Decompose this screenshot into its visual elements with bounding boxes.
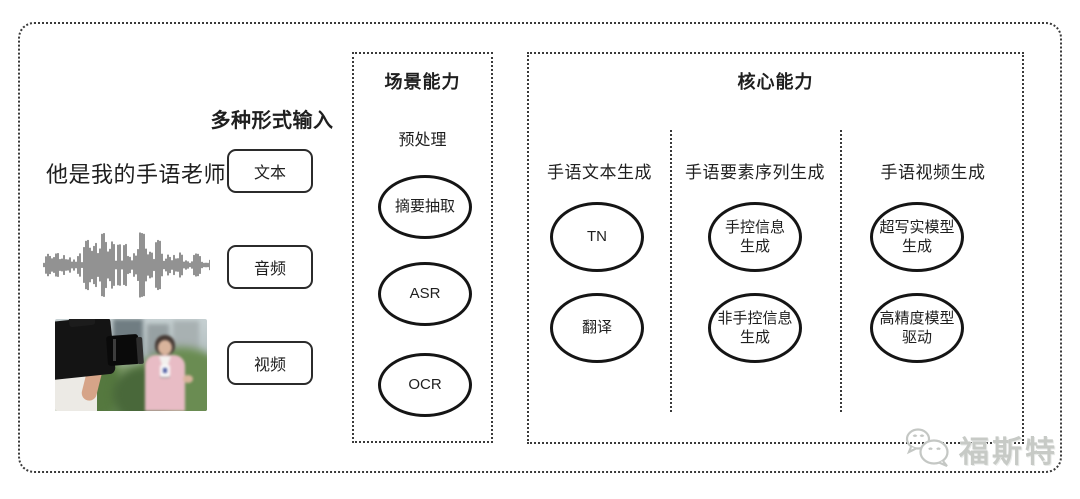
camera-lens (105, 333, 141, 367)
node-label: OCR (408, 376, 442, 394)
audio-waveform-svg (43, 232, 211, 298)
input-type-label: 视频 (253, 357, 286, 374)
core-box-title: 核心能力 (737, 72, 814, 92)
node-label: 高精度模型 驱动 (879, 309, 955, 347)
column-header-sl-text-generation: 手语文本生成 (547, 163, 652, 182)
input-type-label: 文本 (253, 165, 286, 182)
reporter-hand (183, 375, 193, 383)
reporter-figure (141, 335, 193, 411)
node-ellipse-tn: TN (550, 202, 644, 272)
scene-capability-box: 场景能力 预处理 摘要抽取 ASR OCR (352, 52, 493, 443)
column-divider (840, 130, 842, 412)
node-ellipse-translation: 翻译 (550, 293, 644, 363)
node-label: 摘要抽取 (394, 198, 455, 216)
watermark: 福斯特 (903, 426, 1058, 472)
node-ellipse-asr: ASR (378, 262, 472, 326)
video-thumbnail (55, 319, 207, 411)
node-label: 非手控信息 生成 (717, 309, 793, 347)
input-type-box-audio: 音频 (227, 245, 313, 289)
watermark-text: 福斯特 (959, 436, 1058, 469)
wechat-bubbles-icon (905, 428, 949, 468)
node-label: TN (587, 228, 607, 246)
microphone-logo (163, 368, 167, 373)
node-ellipse-summary-extraction: 摘要抽取 (378, 175, 472, 239)
input-type-label: 音频 (253, 261, 286, 278)
building-shape (173, 321, 199, 351)
node-ellipse-non-manual-info-generation: 非手控信息 生成 (708, 293, 802, 363)
node-ellipse-hyperrealistic-model-generation: 超写实模型 生成 (870, 202, 964, 272)
node-ellipse-manual-info-generation: 手控信息 生成 (708, 202, 802, 272)
reporter-face (158, 340, 172, 355)
node-ellipse-ocr: OCR (378, 353, 472, 417)
input-section-title: 多种形式输入 (210, 110, 334, 132)
scene-box-title: 场景能力 (384, 72, 461, 92)
sample-text-sentence: 他是我的手语老师 (46, 162, 227, 187)
node-label: 翻译 (581, 319, 612, 337)
core-capability-box: 核心能力 手语文本生成 手语要素序列生成 手语视频生成 TN 翻译 手控信息 生… (527, 52, 1024, 444)
input-type-box-video: 视频 (227, 341, 313, 385)
camera-highlight (113, 339, 116, 361)
node-label: ASR (409, 285, 441, 303)
outer-dotted-frame (18, 22, 1062, 473)
input-type-box-text: 文本 (227, 149, 313, 193)
column-header-sl-video-generation: 手语视频生成 (880, 163, 986, 182)
preprocess-label: 预处理 (398, 132, 447, 149)
node-ellipse-high-precision-model-driving: 高精度模型 驱动 (870, 293, 964, 363)
column-divider (670, 130, 672, 412)
column-header-sl-element-sequence-generation: 手语要素序列生成 (685, 163, 825, 182)
audio-waveform-icon (42, 228, 211, 302)
node-label: 手控信息 生成 (724, 218, 785, 256)
node-label: 超写实模型 生成 (879, 218, 955, 256)
